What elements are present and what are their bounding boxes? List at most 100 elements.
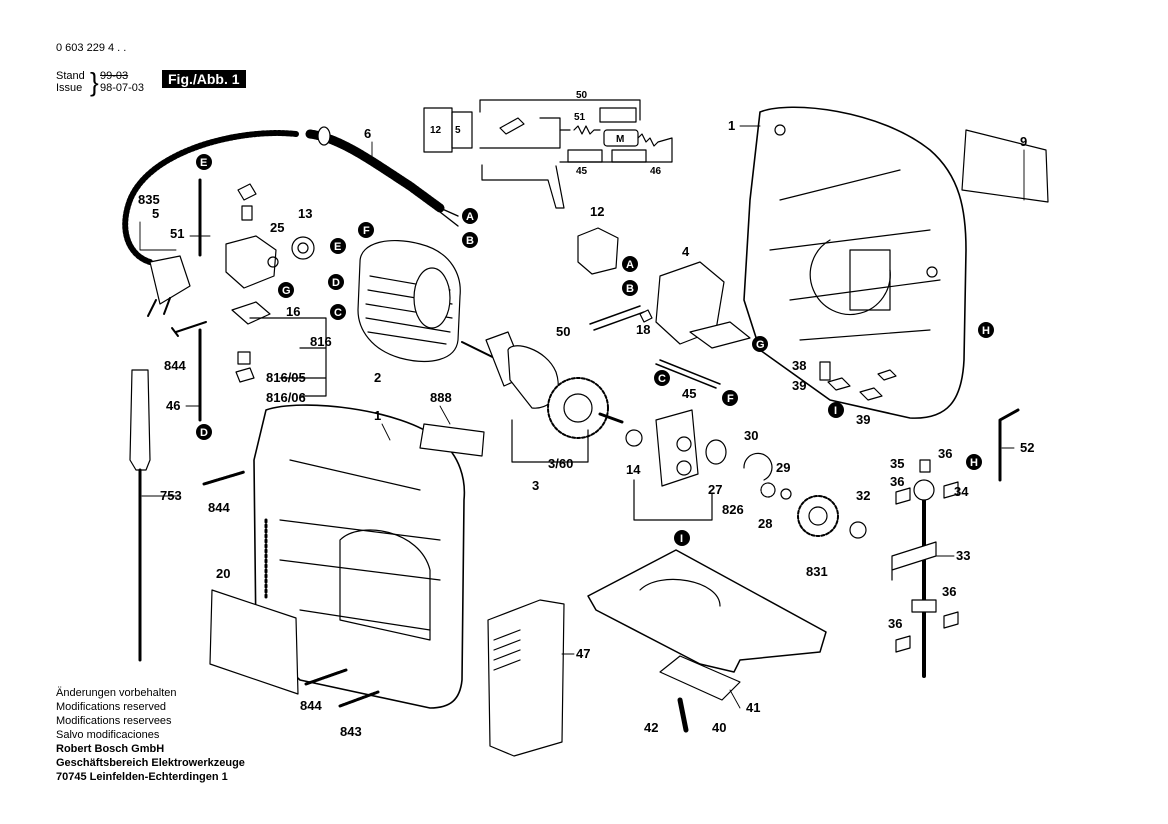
housing-right-1 — [743, 106, 967, 419]
part-label: 35 — [890, 456, 904, 471]
part-label: 34 — [954, 484, 969, 499]
part-label: 39 — [856, 412, 870, 427]
part-label: 30 — [744, 428, 758, 443]
connector-marker — [462, 208, 478, 224]
connector-letter: F — [363, 225, 370, 237]
part-label: 45 — [682, 386, 696, 401]
part-label: 52 — [1020, 440, 1034, 455]
footer-line: Modifications reserved — [56, 701, 167, 713]
issue-date: 98-07-03 — [100, 82, 145, 94]
part-number: 0 603 229 4 . . — [56, 42, 127, 54]
housing-left-ribs — [279, 459, 441, 631]
connector-letter: I — [680, 533, 683, 545]
stand-label: Stand — [56, 70, 85, 82]
bearing-14 — [625, 429, 643, 447]
connector-letter: C — [658, 373, 666, 385]
wiring-label: 5 — [455, 125, 461, 136]
bearing-13-bore — [297, 242, 309, 254]
connector-marker — [966, 454, 982, 470]
wiring-diagram: 50 12 5 51 M 45 46 — [423, 90, 673, 209]
sleeve-27 — [705, 439, 727, 465]
footer-address: 70745 Leinfelden-Echterdingen 1 — [56, 771, 228, 783]
hex-key-52 — [998, 408, 1020, 482]
carbon-brush — [235, 351, 255, 383]
part-label: 27 — [708, 482, 722, 497]
connector-marker — [330, 238, 346, 254]
wiring-label: M — [616, 134, 624, 145]
part-label: 816/05 — [266, 370, 306, 385]
bearing-plate-hole — [676, 460, 692, 476]
part-label: 2 — [374, 370, 381, 385]
screw-18 — [639, 309, 653, 323]
screw-42 — [677, 697, 689, 733]
footer-division: Geschäftsbereich Elektrowerkzeuge — [56, 757, 245, 769]
brush-holder — [225, 235, 277, 289]
connector-letters: A B C D E F G H I A B C D E F G H I — [200, 157, 990, 545]
wiring-switch — [451, 111, 473, 149]
part-label: 40 — [712, 720, 726, 735]
connector-marker — [358, 222, 374, 238]
part-label: 844 — [208, 500, 230, 515]
connector-letter: I — [834, 405, 837, 417]
label-plate-9 — [961, 129, 1049, 203]
part-label: 13 — [298, 206, 312, 221]
part-label: 32 — [856, 488, 870, 503]
part-labels: 1 1 2 3 3/60 4 5 6 9 12 13 14 16 18 20 2… — [138, 118, 1034, 739]
screw-844 — [202, 470, 246, 486]
connector-marker — [622, 280, 638, 296]
part-label: 1 — [728, 118, 735, 133]
part-label: 6 — [364, 126, 371, 141]
part-label: 888 — [430, 390, 452, 405]
switch-cover-12 — [577, 227, 619, 275]
circlip-30 — [743, 452, 773, 481]
washer-29 — [780, 488, 792, 500]
figure-label: Fig./Abb. 1 — [162, 70, 246, 88]
housing-left-outline — [253, 404, 466, 709]
brace: } — [90, 67, 99, 97]
part-label: 3 — [532, 478, 539, 493]
wiring-contact — [499, 117, 525, 135]
bearing-plate-hole — [676, 436, 692, 452]
connector-letter: D — [200, 427, 208, 439]
switch-trigger — [689, 321, 751, 349]
screw-844-b — [304, 668, 348, 686]
part-label: 28 — [758, 516, 772, 531]
wiring-label: 12 — [430, 125, 442, 136]
ring-25 — [267, 256, 279, 268]
footer-line: Änderungen vorbehalten — [56, 687, 177, 699]
part-label: 816 — [310, 334, 332, 349]
plug-pins — [147, 297, 171, 317]
cord-cable — [122, 130, 299, 265]
label-888 — [419, 423, 485, 457]
part-label: 844 — [300, 698, 322, 713]
wiring-label: 45 — [576, 166, 588, 177]
connector-marker — [622, 256, 638, 272]
housing-left-motor-seat — [339, 529, 431, 641]
leader-lines — [139, 125, 1025, 709]
brush-holder-top — [237, 183, 257, 221]
connector-letter: E — [200, 157, 207, 169]
housing-right-ribs — [769, 169, 941, 341]
connector-marker — [752, 336, 768, 352]
connector-marker — [462, 232, 478, 248]
base-plate-41 — [587, 549, 827, 673]
leader-line — [439, 405, 451, 425]
part-label: 42 — [644, 720, 658, 735]
housing-right-boss — [849, 249, 891, 311]
part-label: 36 — [938, 446, 952, 461]
connector-marker — [330, 304, 346, 320]
pads-39 — [827, 369, 897, 401]
bracket-3 — [511, 419, 589, 463]
cable-45 — [655, 359, 721, 389]
gear-hub — [808, 506, 828, 526]
bracket-826 — [633, 479, 713, 521]
connector-letter: G — [282, 285, 291, 297]
connector-letter: B — [466, 235, 474, 247]
part-label: 36 — [890, 474, 904, 489]
connector-letter: H — [982, 325, 990, 337]
wiring-line — [479, 117, 561, 149]
connector-letter: G — [756, 339, 765, 351]
wiring-capacitor-45 — [567, 149, 603, 163]
old-date: 99-03 — [100, 70, 129, 82]
